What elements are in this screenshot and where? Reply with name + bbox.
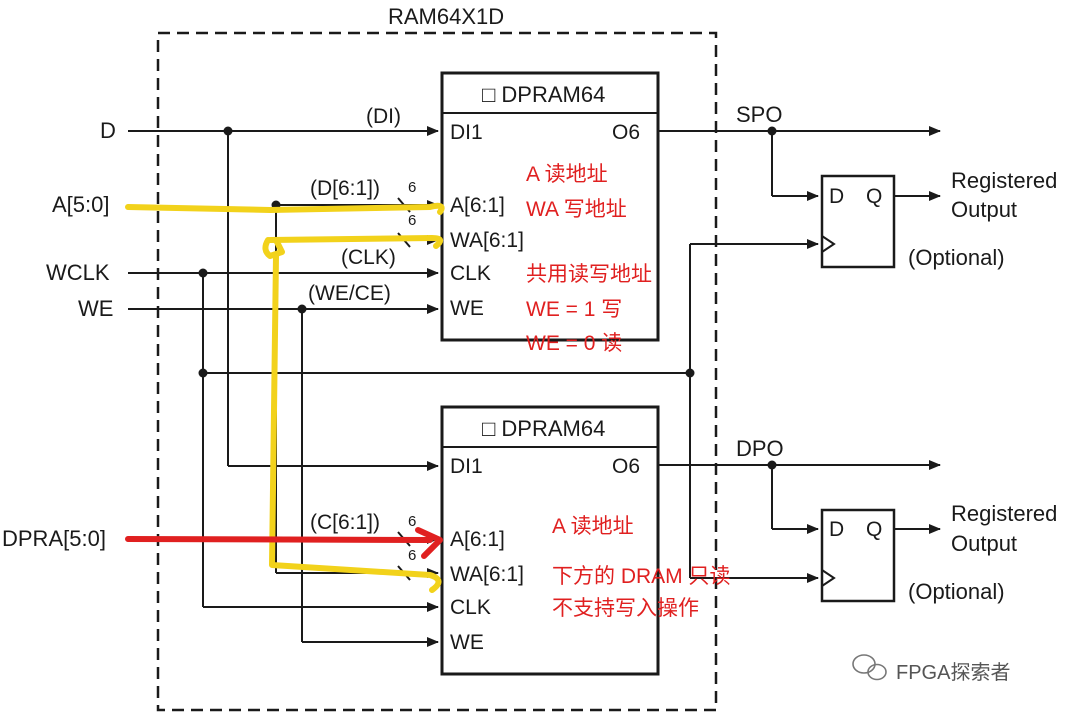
- yellow-highlight: [125, 202, 445, 593]
- top-pin-a: A[6:1]: [450, 194, 505, 217]
- annotation-bottom-readonly: 下方的 DRAM 只读: [552, 565, 731, 588]
- ff1-out-line1: Registered: [951, 168, 1058, 193]
- annotation-top-we0: WE = 0 读: [526, 332, 623, 355]
- top-dpram64-block: [440, 71, 660, 342]
- net-label-di: (DI): [366, 105, 401, 128]
- input-dpra-label: DPRA[5:0]: [2, 526, 106, 551]
- bottom-pin-di1: DI1: [450, 455, 483, 478]
- ff1-q-pin: Q: [866, 185, 883, 208]
- bus-width-bottom-wa: 6: [408, 547, 417, 564]
- annotation-top-shared-addr: 共用读写地址: [526, 263, 652, 286]
- bus-width-top-wa: 6: [408, 212, 417, 229]
- top-pin-clk: CLK: [450, 262, 491, 285]
- top-pin-di1: DI1: [450, 121, 483, 144]
- bus-width-top-a: 6: [408, 179, 417, 196]
- input-wclk-label: WCLK: [46, 260, 110, 285]
- annotation-top-we1: WE = 1 写: [526, 298, 623, 321]
- input-d-label: D: [100, 118, 116, 143]
- red-highlight: [125, 527, 443, 559]
- top-pin-o6: O6: [612, 121, 641, 144]
- wechat-icon: [852, 654, 887, 681]
- output-dpo-label: DPO: [736, 436, 784, 461]
- bottom-pin-o6: O6: [612, 455, 641, 478]
- ff1-optional: (Optional): [908, 245, 1005, 270]
- watermark-text: FPGA探索者: [896, 662, 1011, 684]
- bottom-pin-a: A[6:1]: [450, 528, 505, 551]
- bottom-pin-we: WE: [450, 631, 484, 654]
- bottom-pin-clk: CLK: [450, 596, 491, 619]
- annotation-bottom-nowrite: 不支持写入操作: [552, 597, 699, 620]
- top-pin-wa: WA[6:1]: [450, 229, 524, 252]
- bottom-pin-wa: WA[6:1]: [450, 563, 524, 586]
- ram64x1d-boundary: [156, 31, 718, 712]
- junction-dots: [198, 126, 777, 470]
- ff2-out-line1: Registered: [951, 501, 1058, 526]
- top-pin-we: WE: [450, 297, 484, 320]
- bottom-block-title: □ DPRAM64: [482, 416, 606, 441]
- ff1-out-line2: Output: [951, 197, 1018, 222]
- ff2-d-pin: D: [829, 518, 845, 541]
- net-label-d61: (D[6:1]): [310, 177, 381, 200]
- top-block-title: □ DPRAM64: [482, 82, 606, 107]
- output-spo-label: SPO: [736, 102, 783, 127]
- bottom-dpram64-block: [440, 405, 660, 676]
- input-a-label: A[5:0]: [52, 192, 110, 217]
- bus-width-bottom-a: 6: [408, 513, 417, 530]
- net-label-wece: (WE/CE): [308, 282, 391, 305]
- top-flipflop: [820, 174, 896, 269]
- ff2-q-pin: Q: [866, 518, 883, 541]
- annotation-top-read-addr: A 读地址: [526, 163, 608, 186]
- annotation-top-write-addr: WA 写地址: [526, 198, 627, 221]
- annotation-bottom-read-addr: A 读地址: [552, 515, 634, 538]
- net-label-clk: (CLK): [341, 246, 396, 269]
- ff1-d-pin: D: [829, 185, 845, 208]
- bottom-flipflop: [820, 508, 896, 603]
- ff2-out-line2: Output: [951, 531, 1018, 556]
- diagram-title: RAM64X1D: [388, 4, 505, 29]
- input-we-label: WE: [78, 296, 114, 321]
- net-label-c61: (C[6:1]): [310, 511, 381, 534]
- ff2-optional: (Optional): [908, 579, 1005, 604]
